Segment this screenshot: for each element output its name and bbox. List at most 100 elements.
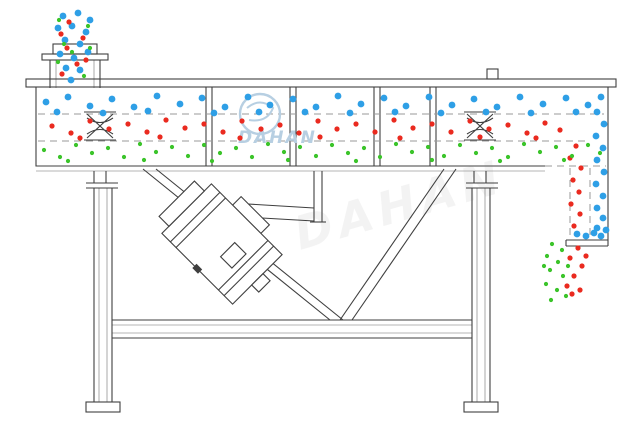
green-particle (560, 273, 566, 279)
red-particle (182, 125, 188, 131)
blue-particle (334, 92, 342, 100)
red-particle (315, 118, 321, 124)
blue-particle (582, 232, 590, 240)
blue-particle (482, 108, 490, 116)
green-particle (201, 142, 207, 148)
motor-end-bell (158, 180, 206, 228)
red-particle (163, 117, 169, 123)
green-particle (209, 158, 215, 164)
red-particle (296, 130, 302, 136)
green-particle (169, 144, 175, 150)
blue-particle (86, 16, 94, 24)
green-particle (497, 158, 503, 164)
green-particle (547, 267, 553, 273)
screen-decks (38, 113, 606, 236)
green-particle (429, 157, 435, 163)
green-particle (137, 141, 143, 147)
blue-particle (76, 40, 84, 48)
red-particle (372, 129, 378, 135)
particles-layer (41, 9, 610, 303)
red-particle (557, 127, 563, 133)
green-particle (81, 73, 87, 79)
leg-left (85, 188, 121, 413)
red-particle (571, 223, 577, 229)
green-particle (521, 141, 527, 147)
stiffeners (205, 87, 437, 166)
red-particle (542, 120, 548, 126)
blue-particle (573, 230, 581, 238)
blue-particle (592, 180, 600, 188)
red-particle (579, 263, 585, 269)
blue-particle (346, 109, 354, 117)
blue-particle (572, 108, 580, 116)
red-particle (477, 134, 483, 140)
blue-particle (54, 24, 62, 32)
blue-particle (437, 109, 445, 117)
red-particle (74, 61, 80, 67)
red-particle (576, 189, 582, 195)
red-particle (80, 35, 86, 41)
blue-particle (599, 192, 607, 200)
green-particle (345, 150, 351, 156)
green-particle (56, 17, 62, 23)
blue-particle (176, 100, 184, 108)
green-particle (285, 157, 291, 163)
green-particle (457, 142, 463, 148)
green-particle (313, 153, 319, 159)
blue-particle (425, 93, 433, 101)
green-particle (425, 144, 431, 150)
green-particle (361, 145, 367, 151)
blue-particle (584, 101, 592, 109)
blue-particle (593, 108, 601, 116)
red-particle (568, 201, 574, 207)
blue-particle (255, 108, 263, 116)
blue-particle (516, 93, 524, 101)
blue-particle (380, 94, 388, 102)
blue-particle (53, 108, 61, 116)
leg-right (463, 188, 499, 413)
red-particle (317, 134, 323, 140)
green-particle (87, 45, 93, 51)
green-particle (563, 293, 569, 299)
blue-particle (59, 12, 67, 20)
red-particle (467, 118, 473, 124)
blue-particle (493, 103, 501, 111)
vibration-motor (158, 180, 283, 305)
red-particle (577, 211, 583, 217)
red-particle (533, 135, 539, 141)
motor-bolt (192, 263, 203, 274)
blue-particle (108, 95, 116, 103)
blue-particle (67, 76, 75, 84)
green-particle (265, 141, 271, 147)
blue-particle (221, 103, 229, 111)
brace-right (339, 168, 457, 321)
blue-particle (99, 109, 107, 117)
green-particle (233, 145, 239, 151)
red-particle (87, 118, 93, 124)
blue-particle (56, 50, 64, 58)
green-particle (537, 149, 543, 155)
watermark-text: DAHAN (238, 128, 317, 148)
blue-particle (84, 48, 92, 56)
motor-bracket (310, 171, 326, 223)
red-particle (583, 253, 589, 259)
red-particle (64, 45, 70, 51)
green-particle (353, 158, 359, 164)
green-particle (89, 150, 95, 156)
inlet-chute (41, 43, 109, 88)
blue-particle (153, 92, 161, 100)
red-particle (106, 126, 112, 132)
green-particle (553, 144, 559, 150)
green-particle (561, 157, 567, 163)
red-particle (77, 135, 83, 141)
red-particle (570, 177, 576, 183)
red-particle (49, 123, 55, 129)
green-particle (185, 153, 191, 159)
green-particle (153, 149, 159, 155)
red-particle (567, 255, 573, 261)
blue-particle (42, 98, 50, 106)
blue-particle (357, 100, 365, 108)
blue-particle (599, 144, 607, 152)
